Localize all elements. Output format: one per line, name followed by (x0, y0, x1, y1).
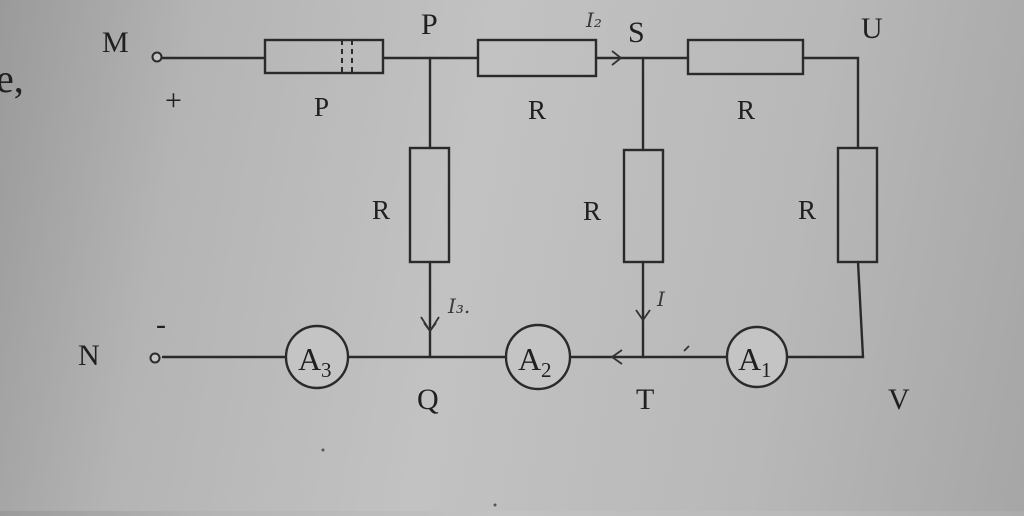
tick-mark-t-a1 (683, 345, 690, 352)
ammeter-a1-letter: A (738, 341, 761, 377)
resistor-p-s (476, 38, 598, 78)
resistor-s-u (686, 38, 805, 76)
current-arrow-i3 (420, 316, 440, 333)
label-node-q: Q (417, 383, 439, 416)
ammeter-a2: A 2 (504, 323, 572, 391)
terminal-m (151, 51, 163, 63)
label-node-n: N (78, 339, 100, 372)
annotation-i: I (656, 287, 666, 311)
label-node-m: M (102, 26, 129, 59)
wire-r-su-to-r-uv (801, 56, 860, 150)
label-node-t: T (636, 383, 654, 416)
current-arrow-t-left (610, 349, 623, 365)
resistor-p-q (408, 146, 451, 264)
label-resistor-p-s: R (528, 95, 546, 125)
annotation-i2: I₂ (585, 8, 602, 32)
plus-sign: + (165, 84, 182, 117)
label-node-s: S (628, 16, 645, 49)
ammeter-a2-sub: 2 (541, 358, 552, 382)
label-resistor-u-v: R (798, 195, 816, 225)
paper-speck (493, 503, 497, 507)
label-node-p: P (421, 8, 438, 41)
label-variable-resistor: P (314, 92, 329, 122)
minus-sign: - (156, 308, 166, 341)
label-resistor-p-q: R (372, 195, 390, 225)
paper-speck (321, 448, 325, 452)
wire-v-to-a1 (784, 260, 865, 359)
ammeter-a2-letter: A (518, 341, 541, 377)
current-arrow-i (635, 309, 651, 322)
ammeter-a1-sub: 1 (761, 358, 772, 382)
label-resistor-s-t: R (583, 196, 601, 226)
terminal-n (149, 352, 161, 364)
variable-resistor (263, 38, 385, 75)
ammeter-a3-letter: A (298, 341, 321, 377)
margin-text: e, (0, 56, 24, 101)
label-resistor-s-u: R (737, 95, 755, 125)
resistor-u-v (836, 146, 879, 264)
wires (158, 56, 865, 359)
resistor-s-t (622, 148, 665, 264)
label-node-u: U (861, 12, 883, 45)
ammeter-a3-sub: 3 (321, 358, 332, 382)
ammeter-a1: A 1 (725, 325, 789, 389)
current-arrow-i2 (611, 50, 623, 66)
label-node-v: V (888, 383, 910, 416)
annotation-i3: I₃. (447, 294, 470, 318)
ammeter-a3: A 3 (284, 324, 350, 390)
